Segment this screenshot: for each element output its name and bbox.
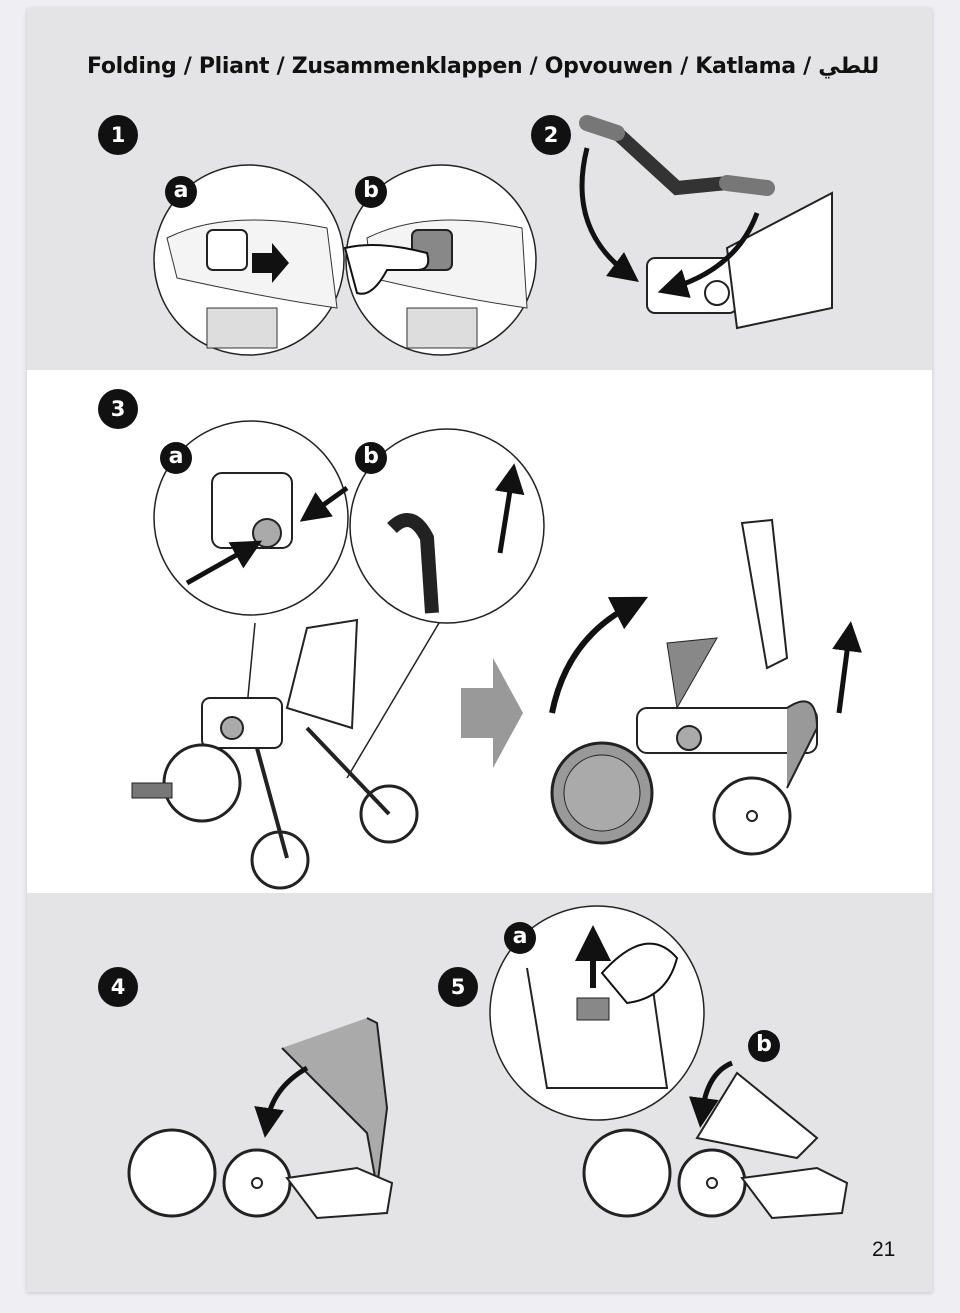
step-3b-label: b (355, 442, 387, 474)
step-3-trike-before (131, 618, 419, 890)
step-1b-label: b (355, 176, 387, 208)
page-title: Folding / Pliant / Zusammenklappen / Opv… (87, 54, 880, 79)
page-number: 21 (872, 1238, 896, 1261)
step-badge-3: 3 (98, 389, 138, 429)
folding-illustrations (127, 115, 862, 1220)
step-3a-label: a (160, 442, 192, 474)
step-5b-label: b (748, 1030, 780, 1062)
step-5b-trike-folded (582, 1060, 849, 1220)
step-4-trike-folding (127, 1017, 394, 1220)
step-1b-detail (343, 164, 537, 356)
step-badge-5: 5 (438, 967, 478, 1007)
step-2-handlebar (579, 115, 833, 330)
step-badge-4: 4 (98, 967, 138, 1007)
step-5a-detail (489, 905, 705, 1121)
step-3a-detail (153, 420, 349, 616)
step-badge-1: 1 (98, 115, 138, 155)
step-5a-label: a (504, 922, 536, 954)
step-3-trike-after (549, 518, 862, 856)
step-1a-label: a (165, 176, 197, 208)
step-3b-detail (349, 428, 545, 624)
next-arrow (461, 658, 523, 768)
manual-page: Folding / Pliant / Zusammenklappen / Opv… (27, 8, 932, 1292)
step-badge-2: 2 (531, 115, 571, 155)
step-1a-detail (153, 164, 345, 356)
